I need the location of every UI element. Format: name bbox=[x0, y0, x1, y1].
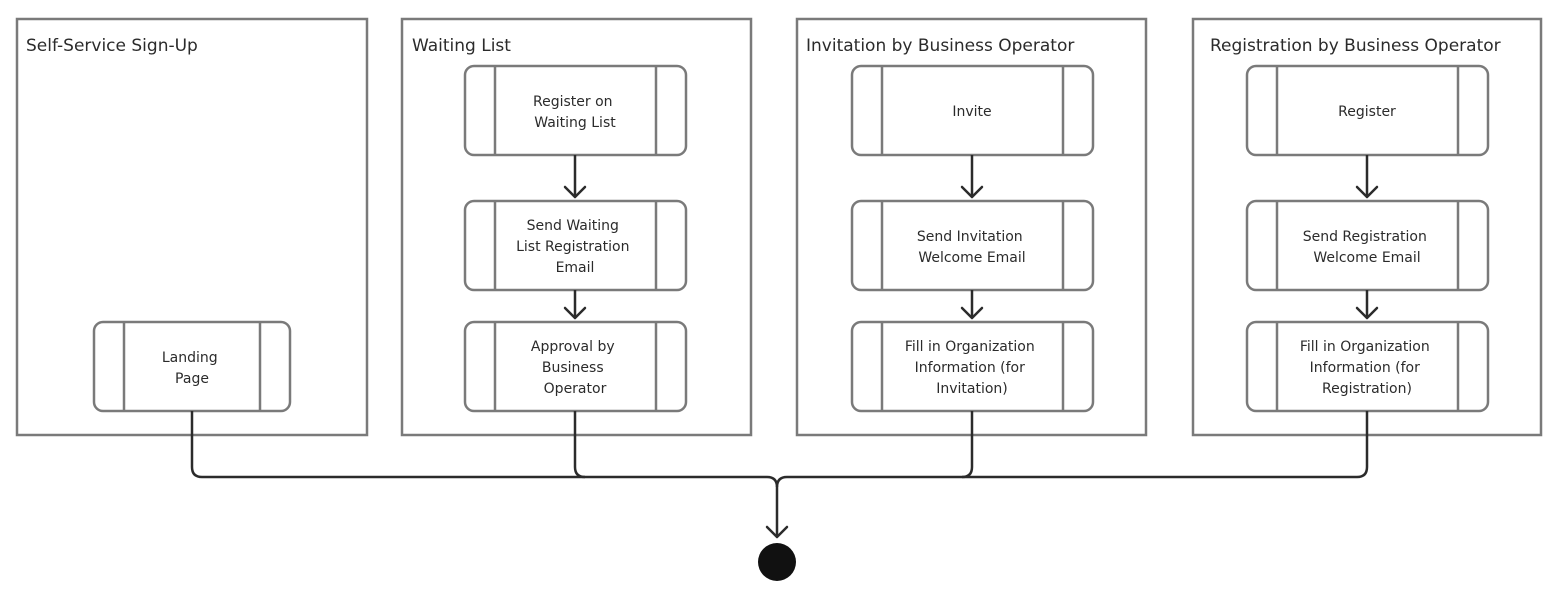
arrowhead-icon bbox=[563, 185, 587, 199]
connector-waiting-list bbox=[573, 411, 586, 479]
step-box bbox=[463, 64, 688, 157]
step-box bbox=[850, 199, 1095, 292]
lane-title: Self-Service Sign-Up bbox=[26, 36, 198, 56]
step-register[interactable]: Register bbox=[1245, 64, 1490, 157]
step-label: Fill in Organization Information (for Re… bbox=[1300, 339, 1434, 397]
lane-title: Waiting List bbox=[412, 36, 511, 56]
arrowhead-icon bbox=[960, 306, 984, 320]
arrowhead-icon bbox=[765, 525, 789, 539]
arrowhead-icon bbox=[563, 306, 587, 320]
lane-title: Invitation by Business Operator bbox=[806, 36, 1074, 56]
step-label: Send Invitation Welcome Email bbox=[917, 229, 1027, 266]
flow-arrows bbox=[563, 155, 1379, 320]
step-label: Send Waiting List Registration Email bbox=[516, 218, 634, 276]
step-approval-business-operator[interactable]: Approval by Business Operator bbox=[463, 320, 688, 413]
step-register-waiting-list[interactable]: Register on Waiting List bbox=[463, 64, 688, 157]
lane-title: Registration by Business Operator bbox=[1210, 36, 1501, 56]
step-send-waiting-list-email[interactable]: Send Waiting List Registration Email bbox=[463, 199, 688, 292]
step-invite[interactable]: Invite bbox=[850, 64, 1095, 157]
final-node-icon bbox=[758, 543, 796, 581]
arrowhead-icon bbox=[1355, 185, 1379, 199]
step-label: Send Registration Welcome Email bbox=[1303, 229, 1432, 266]
step-label: Landing Page bbox=[162, 350, 222, 387]
step-box bbox=[1245, 199, 1490, 292]
step-send-registration-email[interactable]: Send Registration Welcome Email bbox=[1245, 199, 1490, 292]
step-fill-org-info-registration[interactable]: Fill in Organization Information (for Re… bbox=[1245, 320, 1490, 413]
step-label: Invite bbox=[952, 104, 991, 120]
arrowhead-icon bbox=[960, 185, 984, 199]
step-label: Register bbox=[1338, 104, 1396, 120]
merge-connectors bbox=[190, 411, 1369, 539]
step-label: Approval by Business Operator bbox=[531, 339, 619, 397]
step-fill-org-info-invitation[interactable]: Fill in Organization Information (for In… bbox=[850, 320, 1095, 413]
connector-registration bbox=[775, 411, 1369, 488]
step-label: Register on Waiting List bbox=[533, 94, 617, 131]
step-send-invitation-email[interactable]: Send Invitation Welcome Email bbox=[850, 199, 1095, 292]
step-landing-page[interactable]: Landing Page bbox=[92, 320, 292, 413]
step-label: Fill in Organization Information (for In… bbox=[905, 339, 1039, 397]
arrowhead-icon bbox=[1355, 306, 1379, 320]
